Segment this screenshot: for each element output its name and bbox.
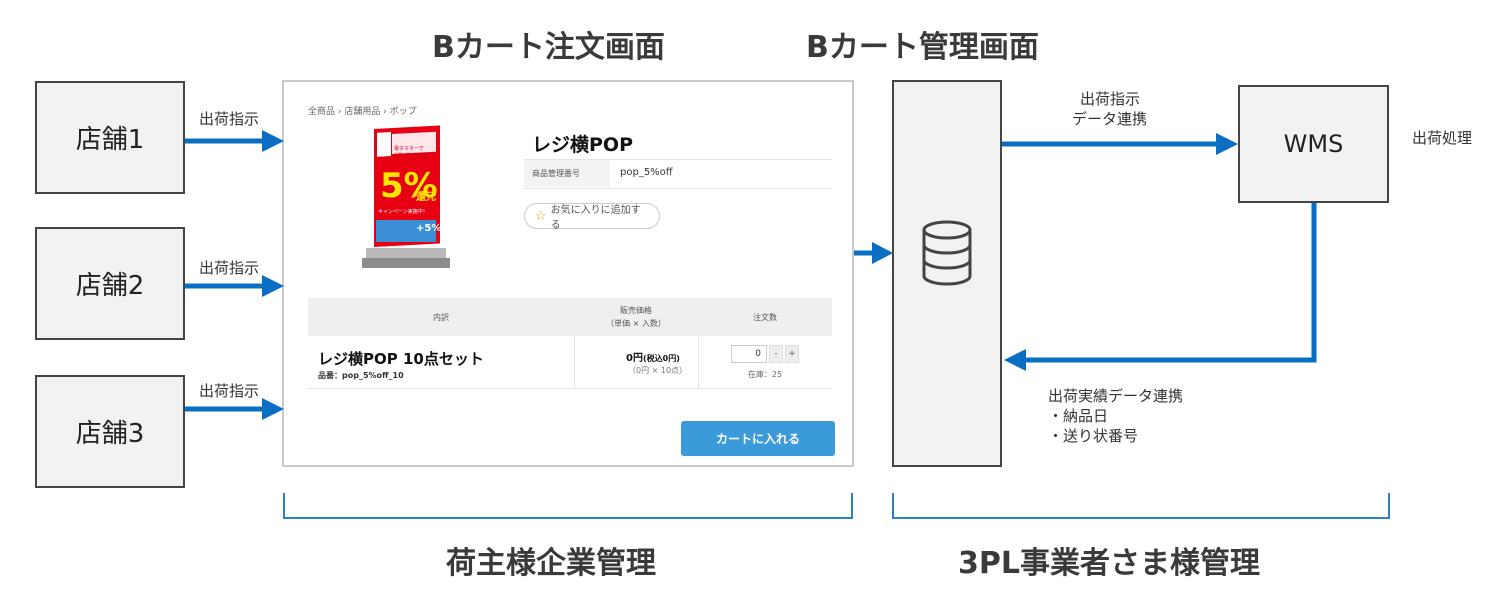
mgmt-number-value: pop_5%off [620, 167, 673, 178]
header-price-sub: （単価 × 入数） [606, 319, 666, 328]
store-1-label: 店舗1 [75, 125, 145, 155]
store-3-label: 店舗3 [75, 419, 145, 449]
variant-name: レジ横POP 10点セット [318, 350, 484, 368]
add-favorite-label: お気に入りに追加する [550, 205, 641, 231]
store-3-box: 店舗3 [35, 375, 185, 488]
variant-price-tax: (税込0円) [642, 354, 680, 363]
tpl-management-heading: 3PL事業者さま様管理 [958, 546, 1260, 581]
poster-text-2: お買い物のお客様に [394, 152, 430, 157]
wms-label: WMS [1283, 130, 1344, 158]
stock-label: 在庫：25 [747, 370, 783, 379]
store-2-label: 店舗2 [75, 271, 145, 301]
poster-campaign: キャンペーン実施中！ [378, 209, 428, 215]
arrow-store3-to-cart [185, 398, 284, 420]
arrow-wms-to-admin [1004, 203, 1317, 371]
header-detail: 内訳 [433, 313, 449, 322]
shipper-management-heading: 荷主様企業管理 [446, 546, 656, 581]
result-title: 出荷実績データ連携 [1048, 387, 1184, 405]
admin-screen-heading: Bカート管理画面 [806, 30, 1039, 65]
arrow-admin-to-wms [1002, 133, 1238, 155]
store-2-instruction-label: 出荷指示 [199, 259, 260, 277]
poster-refund: 還元 [416, 192, 436, 203]
mgmt-number-row: 商品管理番号 pop_5%off [524, 159, 832, 189]
order-screen-heading: Bカート注文画面 [432, 30, 665, 65]
store-1-instruction-label: 出荷指示 [199, 110, 260, 128]
breadcrumb: 全商品 › 店舗用品 › ポップ [308, 107, 417, 117]
variant-table-header: 内訳 販売価格 （単価 × 入数） 注文数 [308, 298, 832, 336]
row-divider-1 [574, 336, 575, 388]
add-to-cart-button[interactable]: カートに入れる [681, 421, 835, 456]
order-screen-screenshot: 全商品 › 店舗用品 › ポップ 電子マネーで お買い物のお客様に 5% 還元 … [282, 80, 854, 467]
add-favorite-button[interactable]: ☆ お気に入りに追加する [524, 203, 660, 231]
store-1-box: 店舗1 [35, 81, 185, 194]
store-2-box: 店舗2 [35, 227, 185, 340]
star-icon: ☆ [535, 208, 547, 224]
row-divider-2 [698, 336, 699, 388]
poster-plus: +5% [416, 223, 442, 234]
store-3-instruction-label: 出荷指示 [199, 382, 260, 400]
link-label-line1: 出荷指示 [1080, 90, 1141, 108]
mgmt-number-label: 商品管理番号 [524, 160, 610, 187]
poster-text-1: 電子マネーで [394, 146, 424, 152]
tpl-bracket [892, 493, 1390, 519]
database-icon [922, 220, 972, 286]
arrow-store2-to-cart [185, 275, 284, 297]
admin-database-box [892, 80, 1002, 467]
variant-table-row: レジ横POP 10点セット 品番：pop_5%off_10 0円(税込0円) （… [308, 336, 832, 389]
header-qty: 注文数 [753, 313, 777, 322]
variant-price: 0円(税込0円) [626, 349, 680, 364]
variant-price-sub: （0円 × 10点） [628, 366, 688, 375]
link-label-line2: データ連携 [1072, 110, 1148, 128]
qty-plus-button[interactable]: + [785, 345, 799, 363]
header-price: 販売価格 [620, 306, 652, 315]
arrow-cart-to-admin [854, 242, 893, 264]
wms-note: 出荷処理 [1412, 129, 1473, 147]
shipper-bracket [283, 493, 853, 519]
variant-price-main: 0円 [626, 353, 643, 364]
variant-sku: 品番：pop_5%off_10 [318, 371, 404, 380]
wms-box: WMS [1238, 85, 1389, 203]
arrow-store1-to-cart [185, 130, 284, 152]
result-item-tracking-number: ・送り状番号 [1048, 427, 1139, 445]
pop-stand-illustration [362, 125, 450, 268]
qty-minus-button[interactable]: - [769, 345, 783, 363]
pop-stand-image: 電子マネーで お買い物のお客様に 5% 還元 キャンペーン実施中！ +5% [354, 122, 454, 282]
poster-percent: 5% [380, 166, 438, 206]
result-item-delivery-date: ・納品日 [1048, 407, 1109, 425]
product-title: レジ横POP [532, 134, 634, 156]
qty-input[interactable]: 0 [731, 345, 767, 363]
